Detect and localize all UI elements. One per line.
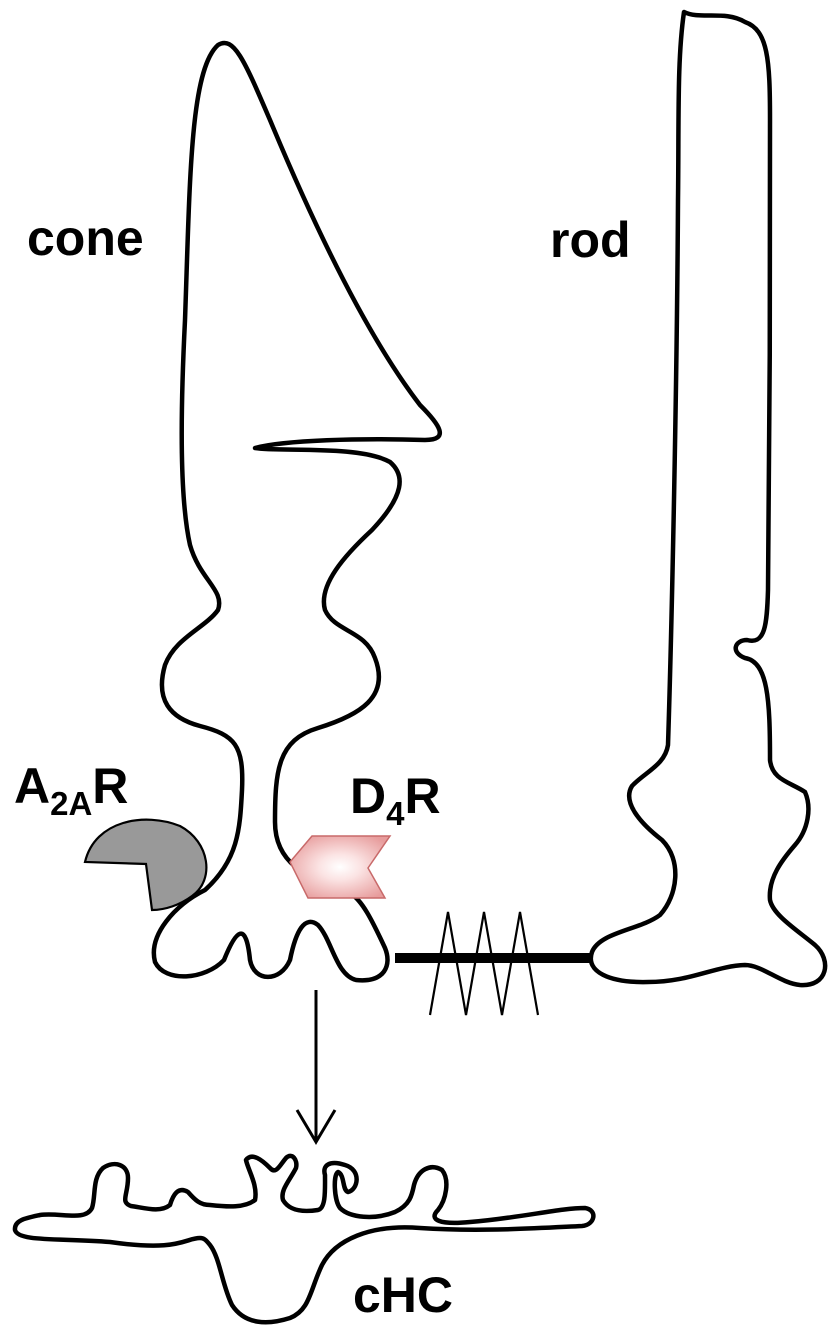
a2ar-label-tail: R — [92, 758, 128, 814]
a2ar-label: A2AR — [14, 758, 128, 822]
d4r-receptor-shape — [289, 835, 392, 899]
cone-cell-outline — [151, 40, 443, 983]
chc-cell-outline — [12, 1153, 596, 1325]
d4r-label-subscript: 4 — [386, 795, 405, 832]
chc-label: cHC — [353, 1267, 453, 1323]
d4r-label-tail: R — [404, 768, 440, 824]
a2ar-label-main: A — [14, 758, 50, 814]
signal-arrow-head — [295, 1109, 337, 1145]
d4r-label: D4R — [350, 768, 441, 832]
a2ar-receptor-shape — [83, 818, 208, 912]
rod-cell-outline — [588, 9, 828, 988]
d4r-label-main: D — [350, 768, 386, 824]
a2ar-label-subscript: 2A — [50, 785, 92, 822]
cone-label: cone — [27, 210, 144, 266]
rod-label: rod — [550, 212, 631, 268]
gap-junction-spring — [428, 911, 540, 1016]
